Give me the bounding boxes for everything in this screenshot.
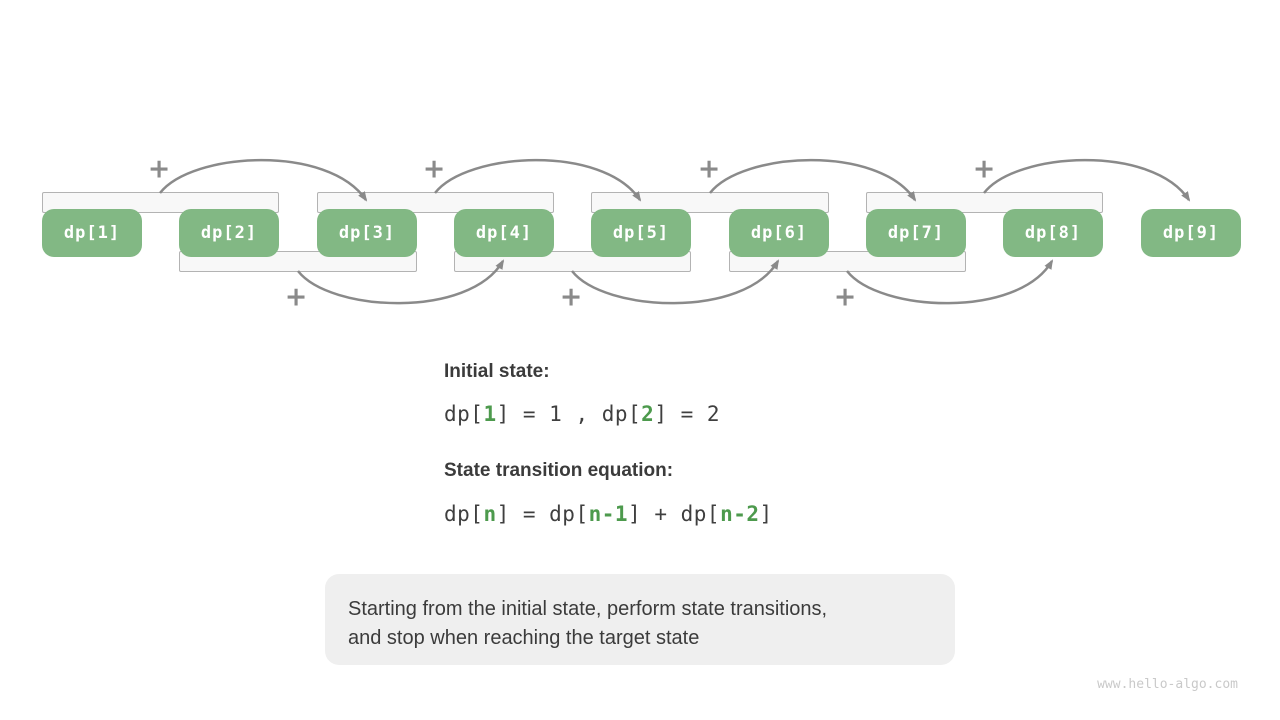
- note-line: Starting from the initial state, perform…: [348, 598, 828, 620]
- equation-token-green: 1: [483, 402, 497, 426]
- dp-node-3: dp[3]: [317, 209, 417, 257]
- note-box: Starting from the initial state, perform…: [325, 574, 955, 665]
- equation-token-green: n-1: [588, 502, 629, 526]
- dp-node-4: dp[4]: [454, 209, 554, 257]
- equation-token: ]: [759, 502, 773, 526]
- equation-token: ] + dp[: [628, 502, 721, 526]
- plus-icon: +: [972, 153, 996, 185]
- equation-token-green: 2: [641, 402, 655, 426]
- equation-token: ] = 2: [654, 402, 721, 426]
- equation-token-green: n-2: [720, 502, 760, 526]
- plus-icon: +: [422, 153, 446, 185]
- dp-node-9: dp[9]: [1141, 209, 1241, 257]
- initial-state-equation: dp[1] = 1 , dp[2] = 2: [444, 402, 720, 426]
- initial-state-heading: Initial state:: [444, 361, 550, 382]
- equation-token: ] = dp[: [496, 502, 589, 526]
- dp-node-7: dp[7]: [866, 209, 966, 257]
- dp-node-2: dp[2]: [179, 209, 279, 257]
- plus-icon: +: [284, 281, 308, 313]
- note-line: and stop when reaching the target state: [348, 627, 700, 649]
- equation-token: ] = 1 , dp[: [496, 402, 642, 426]
- dp-node-5: dp[5]: [591, 209, 691, 257]
- transition-heading: State transition equation:: [444, 460, 674, 481]
- watermark: www.hello-algo.com: [1097, 677, 1238, 692]
- equation-token: dp[: [444, 402, 484, 426]
- dp-node-6: dp[6]: [729, 209, 829, 257]
- plus-icon: +: [697, 153, 721, 185]
- plus-icon: +: [559, 281, 583, 313]
- equation-token-green: n: [483, 502, 497, 526]
- equation-token: dp[: [444, 502, 484, 526]
- dp-node-8: dp[8]: [1003, 209, 1103, 257]
- plus-icon: +: [833, 281, 857, 313]
- dp-node-1: dp[1]: [42, 209, 142, 257]
- plus-icon: +: [147, 153, 171, 185]
- transition-equation: dp[n] = dp[n-1] + dp[n-2]: [444, 502, 773, 526]
